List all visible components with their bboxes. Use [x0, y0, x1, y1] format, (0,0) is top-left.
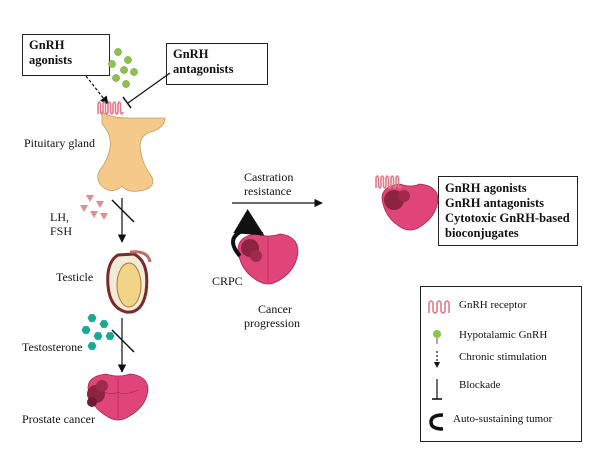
crpc-label: CRPC [212, 274, 243, 288]
lh-fsh-blockade [111, 199, 135, 223]
testicle-label: Testicle [56, 270, 94, 284]
therapy-line-3: Cytotoxic GnRH-based [445, 211, 570, 225]
antagonist-blockade-bar [122, 96, 132, 109]
testosterone-hexagon [81, 326, 91, 334]
prostate-cancer-icon [87, 373, 149, 421]
therapies-box: GnRH agonists GnRH antagonists Cytotoxic… [438, 176, 578, 246]
legend-hypothalamic-text: Hypotalamic GnRH [459, 329, 548, 341]
agonist-arrow [85, 75, 109, 105]
lh-fsh-triangle [80, 205, 88, 212]
lh-label: LH, [50, 210, 69, 224]
gnrh-dots-icon [108, 48, 138, 88]
gnrh-dot [122, 80, 130, 88]
gnrh-dot [120, 66, 128, 74]
gnrh-dot [112, 74, 120, 82]
lh-fsh-triangle [86, 195, 94, 202]
gnrh-dot [124, 56, 132, 64]
testosterone-blockade [111, 329, 135, 353]
gnrh-agonists-box: GnRH agonists [22, 34, 110, 76]
crpc-tumor-icon [237, 233, 299, 285]
lh-fsh-triangles-icon [80, 195, 108, 220]
blockade-icon [432, 379, 442, 400]
hypothalamic-gnrh-icon [433, 330, 441, 344]
testicle-icon [106, 250, 152, 314]
lh-fsh-triangle [96, 201, 104, 208]
testosterone-hexagons-icon [81, 314, 115, 350]
testosterone-hexagon [99, 320, 109, 328]
legend-autosustaining-text: Auto-sustaining tumor [453, 413, 553, 425]
pituitary-label: Pituitary gland [24, 136, 95, 150]
therapy-line-2: GnRH antagonists [445, 196, 544, 210]
testosterone-hexagon [93, 332, 103, 340]
chronic-stimulation-icon [434, 351, 440, 368]
tumor-receptor-icon [375, 175, 402, 189]
pituitary-gland-shape [97, 111, 166, 192]
gnrh-antagonists-box: GnRH antagonists [166, 43, 268, 85]
therapy-line-4: bioconjugates [445, 226, 519, 240]
auto-sustaining-icon [429, 413, 444, 431]
pituitary-receptor-icon [97, 101, 124, 115]
testosterone-hexagon [87, 314, 97, 322]
gnrh-dot [130, 68, 138, 76]
legend-receptor-text: GnRH receptor [459, 299, 527, 311]
testosterone-label: Testosterone [22, 340, 83, 354]
progression-label-1: Cancer [258, 302, 292, 316]
gnrh-dot [114, 48, 122, 56]
progression-label-2: progression [244, 316, 300, 330]
prostate-cancer-label: Prostate cancer [22, 412, 95, 426]
therapy-line-1: GnRH agonists [445, 181, 527, 195]
castration-label-1: Castration [244, 170, 294, 184]
legend-blockade-text: Blockade [459, 379, 501, 391]
lh-fsh-triangle [100, 213, 108, 220]
receptor-tumor-icon [381, 183, 439, 231]
testosterone-hexagon [105, 332, 115, 340]
legend-chronic-text: Chronic stimulation [459, 351, 547, 363]
auto-sustaining-arrow-crpc [231, 209, 265, 258]
testosterone-hexagon [87, 342, 97, 350]
receptor-icon [428, 300, 450, 314]
lh-fsh-triangle [90, 211, 98, 218]
gnrh-dot [108, 60, 116, 68]
castration-label-2: resistance [244, 184, 292, 198]
antagonist-blockade-line [127, 72, 171, 104]
fsh-label: FSH [50, 224, 73, 238]
legend-box: GnRH receptor Hypotalamic GnRH Chronic s… [420, 286, 582, 442]
